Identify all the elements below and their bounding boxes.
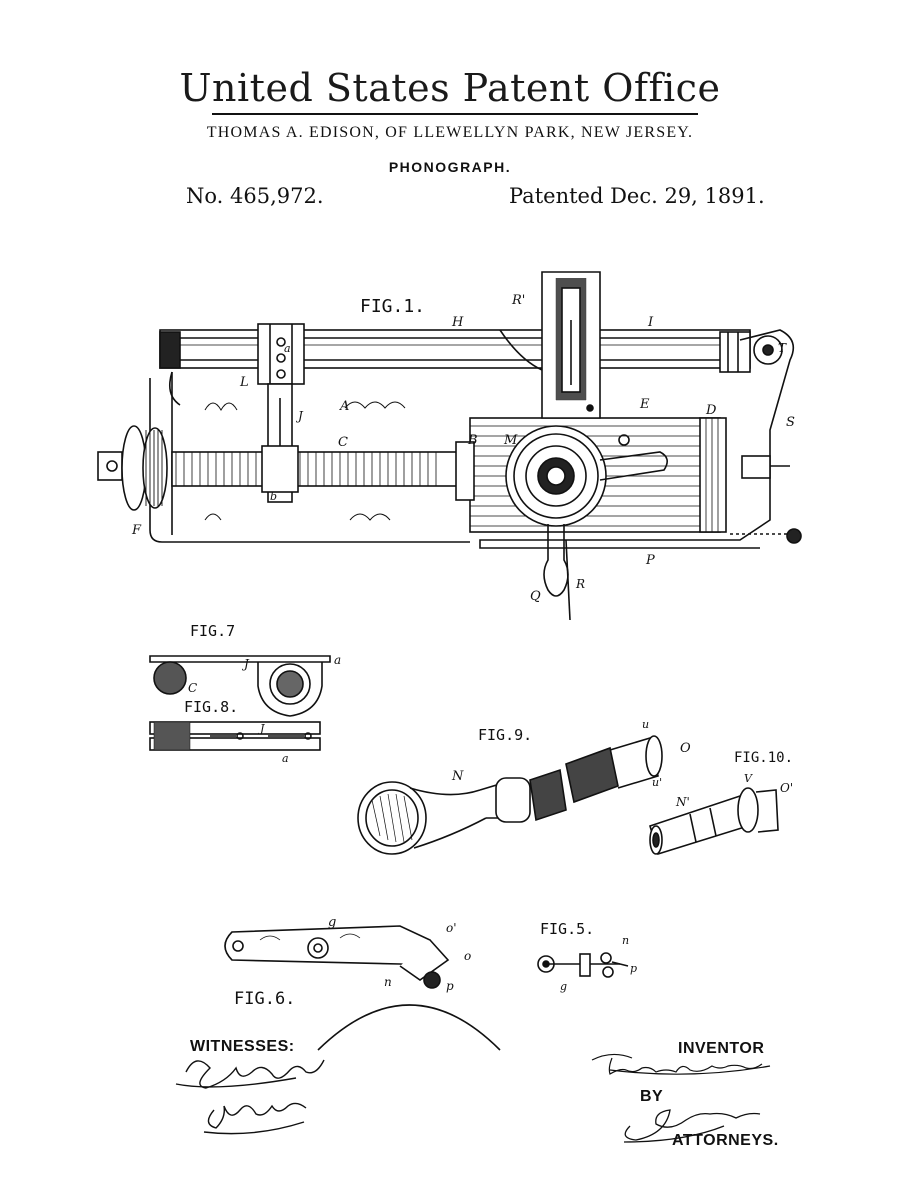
fig7-drawing: FIG.7 C J a	[149, 622, 341, 717]
office-title: United States Patent Office	[179, 66, 721, 110]
label-a: a	[284, 342, 291, 355]
attorneys-label: ATTORNEYS.	[672, 1132, 779, 1149]
fig8-label: FIG.8.	[184, 698, 238, 716]
fig6-drawing: FIG.6. g o' o n p	[224, 915, 501, 1051]
label-g: g	[328, 915, 336, 930]
label-g-fig5: g	[560, 980, 567, 993]
inventor-line: THOMAS A. EDISON, OF LLEWELLYN PARK, NEW…	[206, 124, 694, 141]
label-T: T	[778, 341, 787, 355]
witness-signatures	[175, 1059, 325, 1135]
label-A: A	[339, 399, 349, 414]
fig9-drawing: FIG.9. N O u u'	[357, 718, 691, 855]
label-o1: o'	[446, 921, 457, 935]
patent-number: No. 465,972.	[186, 184, 324, 208]
label-O1: O'	[780, 781, 793, 795]
label-a-fig7: a	[334, 653, 341, 667]
label-B: B	[467, 433, 478, 448]
fig5-label: FIG.5.	[540, 920, 594, 938]
fig6-label: FIG.6.	[234, 989, 295, 1009]
label-V: V	[744, 772, 753, 785]
label-S: S	[786, 415, 795, 430]
label-M: M	[503, 433, 518, 448]
label-u: u	[642, 718, 649, 731]
fig10-drawing: FIG.10. N' O' V	[649, 750, 793, 856]
attorney-signature	[623, 1109, 761, 1143]
label-P: P	[645, 553, 655, 568]
label-D: D	[705, 403, 717, 418]
fig7-label: FIG.7	[190, 622, 235, 640]
label-p-fig5: p	[630, 962, 637, 975]
label-E: E	[639, 397, 650, 412]
inventor-signature	[591, 1053, 771, 1075]
label-N: N	[451, 769, 464, 784]
label-n: n	[384, 975, 392, 989]
label-J-fig7: J	[241, 657, 250, 671]
label-H: H	[451, 315, 464, 330]
label-O: O	[680, 741, 691, 756]
witnesses-label: WITNESSES:	[190, 1038, 295, 1055]
label-n-fig5: n	[622, 934, 629, 947]
label-I: I	[647, 315, 654, 330]
label-o: o	[464, 949, 471, 963]
inventor-label: INVENTOR	[678, 1040, 765, 1057]
by-label: BY	[640, 1088, 664, 1105]
fig1-label: FIG.1.	[360, 296, 425, 317]
label-a-fig8: a	[282, 752, 289, 765]
fig9-label: FIG.9.	[478, 726, 532, 744]
label-N1: N'	[675, 795, 690, 809]
label-L: L	[239, 375, 249, 390]
fig10-label: FIG.10.	[734, 750, 793, 766]
label-b: b	[270, 490, 277, 503]
label-p: p	[446, 979, 454, 993]
label-R: R	[575, 577, 585, 591]
label-J-fig8: J	[258, 722, 265, 735]
patent-subject: PHONOGRAPH.	[388, 159, 512, 175]
fig8-drawing: FIG.8. J a	[149, 698, 321, 765]
label-C-fig7: C	[188, 681, 197, 695]
label-Q: Q	[530, 589, 541, 604]
label-u1: u'	[652, 776, 662, 789]
patent-date: Patented Dec. 29, 1891.	[509, 184, 765, 208]
label-R1: R'	[511, 293, 525, 308]
label-J: J	[295, 409, 304, 423]
title-rule	[212, 113, 698, 115]
fig5-drawing: FIG.5. g n p	[537, 920, 637, 993]
label-F: F	[131, 523, 142, 538]
label-C: C	[338, 435, 348, 450]
fig1-drawing: FIG.1.	[97, 271, 802, 621]
